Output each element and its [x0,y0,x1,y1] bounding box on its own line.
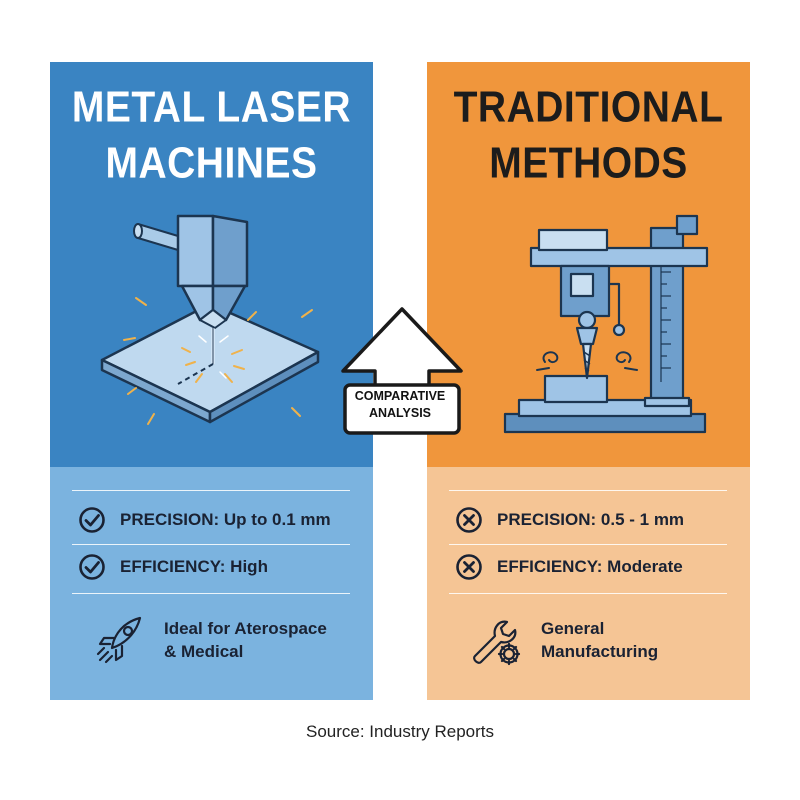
x-circle-icon [456,554,482,580]
divider [72,490,350,491]
left-efficiency-text: EFFICIENCY: High [120,557,268,576]
right-feature-line-2: Manufacturing [541,642,659,661]
arrow-label-line-2: ANALYSIS [368,406,432,420]
right-panel-traditional: TRADITIONAL METHODS [427,62,750,700]
divider [449,490,727,491]
right-precision-text: PRECISION: 0.5 - 1 mm [497,510,685,529]
comparative-analysis-label: COMPARATIVE ANALYSIS [346,388,454,422]
left-feature: Ideal for Aterospace & Medical [90,610,327,670]
right-panel-header: TRADITIONAL METHODS [427,62,750,467]
check-circle-icon [79,554,105,580]
left-panel-title: METAL LASER MACHINES [50,80,373,192]
arrow-label-line-1: COMPARATIVE [354,389,446,403]
left-feature-line-1: Ideal for Aterospace [164,619,327,638]
left-title-line-2: MACHINES [105,139,318,188]
right-precision-row: PRECISION: 0.5 - 1 mm [455,505,684,535]
right-panel-details: PRECISION: 0.5 - 1 mm EFFICIENCY: Modera… [427,467,750,700]
right-feature-text: General Manufacturing [541,617,658,663]
wrench-gear-icon [473,620,521,666]
right-efficiency-row: EFFICIENCY: Moderate [455,552,683,582]
left-feature-text: Ideal for Aterospace & Medical [164,617,327,663]
right-panel-title: TRADITIONAL METHODS [427,80,750,192]
drill-press-icon [503,214,709,434]
right-feature-line-1: General [541,619,605,638]
source-caption: Source: Industry Reports [305,722,495,741]
left-precision-row: PRECISION: Up to 0.1 mm [78,505,331,535]
left-precision-text: PRECISION: Up to 0.1 mm [120,510,331,529]
left-efficiency-row: EFFICIENCY: High [78,552,268,582]
left-panel-details: PRECISION: Up to 0.1 mm EFFICIENCY: High [50,467,373,700]
divider [72,544,350,545]
rocket-icon [96,616,142,664]
x-circle-icon [456,507,482,533]
right-title-line-2: METHODS [489,139,688,188]
divider [72,593,350,594]
laser-cutting-icon [100,214,320,425]
left-panel-header: METAL LASER MACHINES [50,62,373,467]
divider [449,593,727,594]
left-title-line-1: METAL LASER [71,83,352,132]
right-efficiency-text: EFFICIENCY: Moderate [497,557,683,576]
up-arrow-icon [341,307,463,435]
left-feature-line-2: & Medical [164,642,244,661]
left-panel-metal-laser: METAL LASER MACHINES [50,62,373,700]
check-circle-icon [79,507,105,533]
right-feature: General Manufacturing [467,610,658,670]
divider [449,544,727,545]
right-title-line-1: TRADITIONAL [453,83,724,132]
